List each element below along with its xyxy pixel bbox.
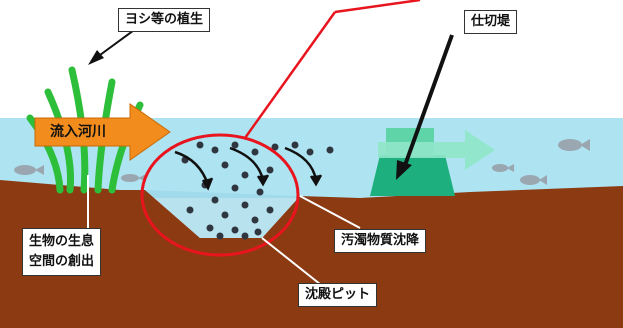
- callout-line-partition: [396, 34, 454, 180]
- highlight-pointer-top: [334, 0, 421, 14]
- label-habitat-creation: 生物の生息 空間の創出: [22, 228, 102, 276]
- label-reed-vegetation: ヨシ等の植生: [118, 8, 211, 32]
- label-pollutant-settling: 汚濁物質沈降: [334, 229, 427, 253]
- highlight-circle: [140, 133, 300, 257]
- inflow-arrow: [34, 103, 171, 161]
- label-habitat-line2: 空間の創出: [29, 254, 95, 269]
- settling-motion-arrows: [174, 146, 323, 191]
- partition-bank: [370, 155, 455, 196]
- label-partition-bank: 仕切堤: [464, 10, 518, 34]
- riverbed: [0, 180, 623, 328]
- label-habitat-line1: 生物の生息: [29, 234, 95, 249]
- fish-group: [14, 139, 590, 185]
- label-inflow-river: 流入河川: [50, 124, 106, 140]
- label-settling-pit: 沈殿ピット: [298, 283, 378, 307]
- pollutant-particles: [181, 141, 334, 240]
- highlight-pointer-line: [243, 11, 337, 139]
- outflow-arrow: [378, 130, 495, 170]
